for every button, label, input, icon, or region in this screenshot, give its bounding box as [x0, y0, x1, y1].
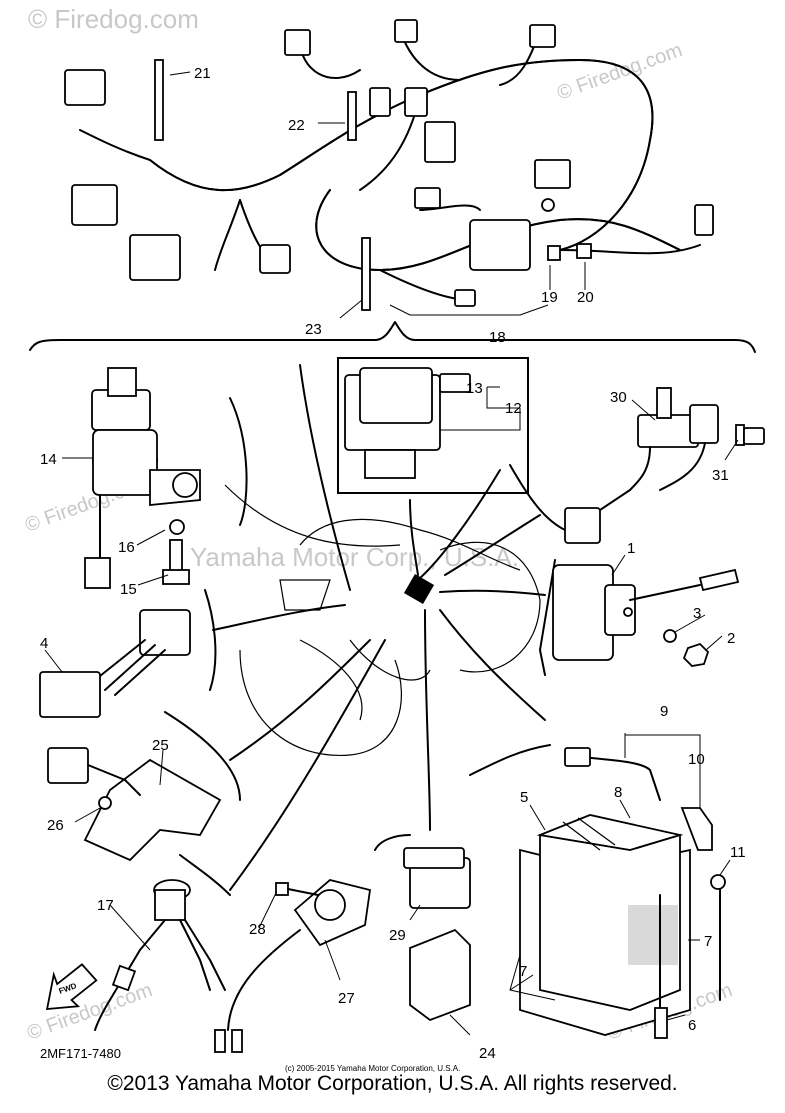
bracket-25 [47, 747, 222, 862]
bolt-15 [162, 539, 190, 585]
callout-1: 1 [627, 540, 635, 557]
screw-31 [735, 424, 765, 446]
flasher-relay-24 [409, 928, 471, 1022]
ignition-switch-14 [84, 367, 201, 589]
callout-6: 6 [688, 1017, 696, 1034]
callout-17: 17 [97, 897, 114, 914]
callout-30: 30 [610, 389, 627, 406]
callout-29: 29 [389, 927, 406, 944]
callout-13: 13 [466, 380, 483, 397]
washer-3 [663, 629, 677, 643]
watermark-site-top-right: © Firedog.com [554, 39, 685, 105]
battery-5 [519, 747, 726, 1039]
callout-10: 10 [688, 751, 705, 768]
callout-7a: 7 [704, 933, 712, 950]
small-copyright: (c) 2005-2015 Yamaha Motor Corporation, … [285, 1064, 460, 1073]
callout-27: 27 [338, 990, 355, 1007]
callout-19: 19 [541, 289, 558, 306]
callout-4: 4 [40, 635, 48, 652]
diagram-code: 2MF171-7480 [40, 1046, 121, 1061]
callout-14: 14 [40, 451, 57, 468]
fwd-arrow-icon: FWD [45, 963, 98, 1010]
nut-2 [682, 642, 710, 667]
leader-lines [44, 71, 739, 1036]
footer-copyright: ©2013 Yamaha Motor Corporation, U.S.A. A… [107, 1072, 678, 1095]
motorcycle-outline [164, 364, 566, 896]
callout-11: 11 [730, 844, 746, 861]
callout-31: 31 [712, 467, 729, 484]
callout-18: 18 [489, 329, 506, 346]
callout-3: 3 [693, 605, 701, 622]
connector-4 [39, 609, 191, 718]
callout-15: 15 [120, 581, 137, 598]
callout-22: 22 [288, 117, 305, 134]
watermark-site-bottom-left: © Firedog.com [24, 979, 155, 1045]
callout-24: 24 [479, 1045, 496, 1062]
relay-12 [337, 357, 529, 494]
wire-harness [64, 19, 714, 311]
screw-28 [275, 882, 319, 896]
washer-16 [169, 519, 185, 535]
neutral-switch-27 [214, 879, 372, 1053]
callout-20: 20 [577, 289, 594, 306]
bracket-18 [29, 321, 756, 353]
starter-relay-1 [552, 564, 740, 661]
callout-7b: 7 [519, 963, 527, 980]
callout-12: 12 [505, 400, 522, 417]
callout-16: 16 [118, 539, 135, 556]
watermark-site: © Firedog.com [28, 4, 199, 34]
callout-26: 26 [47, 817, 64, 834]
callout-23: 23 [305, 321, 322, 338]
watermark-yamaha: Yamaha Motor Corp., U.S.A. [190, 542, 519, 572]
oil-switch-17 [94, 879, 226, 1031]
callout-8: 8 [614, 784, 622, 801]
callout-9: 9 [660, 703, 668, 720]
callout-5: 5 [520, 789, 528, 806]
callout-21: 21 [194, 65, 211, 82]
relay-29 [403, 847, 471, 909]
unit-30 [564, 387, 719, 544]
callout-28: 28 [249, 921, 266, 938]
callout-25: 25 [152, 737, 169, 754]
callout-labels: 1 2 3 4 5 6 7 7 8 9 10 11 12 13 14 15 16… [40, 65, 746, 1062]
callout-2: 2 [727, 630, 735, 647]
